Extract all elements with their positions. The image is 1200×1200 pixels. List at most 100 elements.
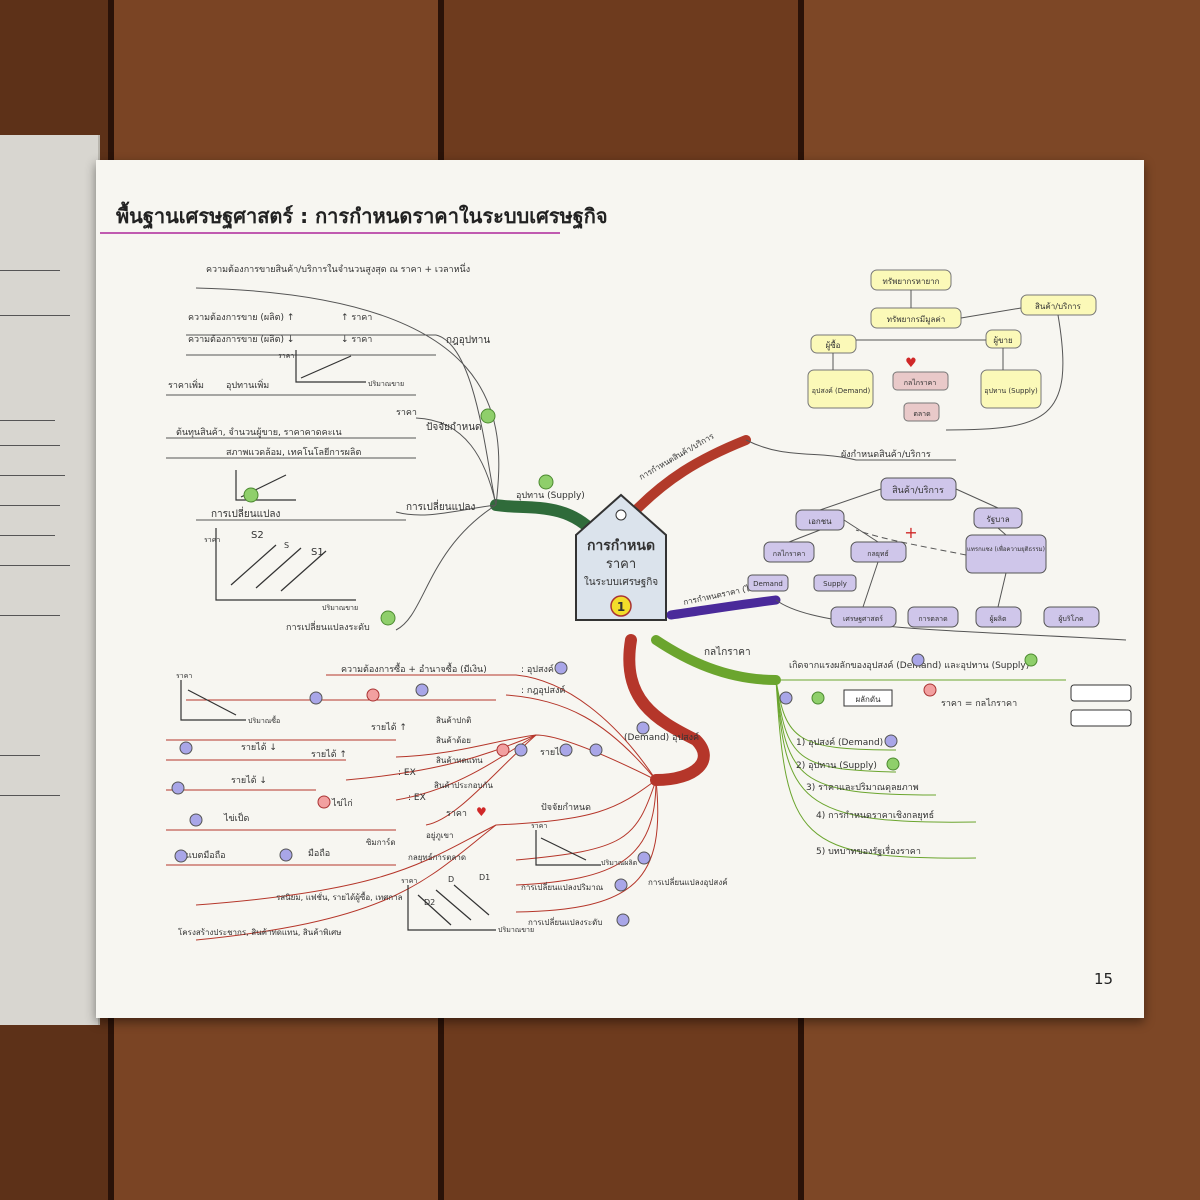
curve-s: S — [284, 541, 289, 550]
demand-factor-label: ปัจจัยกำหนด — [541, 802, 591, 813]
demand-axis-qty-prod: ปริมาณผลิต — [601, 859, 638, 867]
thai-branch — [666, 595, 781, 620]
demand-def-label: : อุปสงค์ — [521, 663, 554, 675]
supply-definition: ความต้องการขายสินค้า/บริการในจำนวนสูงสุด… — [206, 262, 470, 275]
egg-duck-label: ไข่เป็ด — [223, 811, 249, 824]
sim-label: ซิมการ์ด — [366, 837, 396, 847]
mech-item-4: 4) การกำหนดราคาเชิงกลยุทธ์ — [816, 809, 934, 821]
demand-heart-icon: ♥ — [476, 805, 487, 819]
curve-s2: S2 — [251, 530, 264, 541]
curve-d2: D2 — [424, 898, 435, 907]
thai-price-mech: กลไกราคา — [773, 549, 806, 558]
mech-item-5: 5) บทบาทของรัฐเรื่องราคา — [816, 844, 921, 857]
mind-map: ความต้องการขายสินค้า/บริการในจำนวนสูงสุด… — [166, 262, 1132, 941]
curve-d1: D1 — [479, 873, 490, 882]
supply-change-level: การเปลี่ยนแปลงระดับ — [286, 620, 370, 633]
law-supply-a-price: ↑ ราคา — [341, 313, 372, 323]
push-box — [843, 689, 893, 707]
supply-box: อุปทาน (Supply) — [984, 387, 1038, 395]
curve-s1: S1 — [311, 547, 324, 558]
buyer-box: ผู้ซื้อ — [826, 339, 841, 351]
mech-branch-label: กลไกราคา — [704, 646, 751, 658]
demand-axis-qty-sell: ปริมาณขาย — [498, 926, 534, 934]
thai-goods: สินค้า/บริการ — [892, 485, 944, 496]
demand-factor-taste: รสนิยม, แฟชั่น, รายได้ผู้ซื้อ, เทศกาล — [276, 891, 403, 903]
demand-axis-price: ราคา — [176, 672, 192, 680]
phone-label: มือถือ — [308, 848, 330, 859]
supply-change-label: การเปลี่ยนแปลง — [406, 499, 476, 513]
price-up: ราคาเพิ่ม — [168, 378, 204, 391]
law-supply-label: กฎอุปทาน — [446, 335, 490, 346]
pork-label: ไข่ไก่ — [331, 798, 353, 809]
demand-factor-pref: อยู่ภูเขา — [426, 831, 453, 841]
goods-branch — [631, 435, 751, 515]
supply-axis-qty: ปริมาณขาย — [368, 380, 404, 388]
mech-price-eq: ราคา = กลไกราคา — [941, 698, 1017, 709]
mech-item-2: 2) อุปทาน (Supply) — [796, 761, 877, 771]
demand-change-label: การเปลี่ยนแปลงอุปสงค์ — [648, 876, 728, 887]
center-title-3: ในระบบเศรษฐกิจ — [584, 576, 658, 588]
demand-branch-label: (Demand) อุปสงค์ — [624, 731, 699, 743]
center-title-2: ราคา — [606, 557, 636, 572]
substitute-goods: สินค้าทดแทน — [436, 756, 483, 765]
complement-goods: สินค้าประกอบกัน — [434, 781, 494, 790]
thai-government: รัฐบาล — [986, 515, 1009, 524]
supply-axis-price-2: ราคา — [204, 536, 220, 544]
supply-factor-cost: ต้นทุนสินค้า, จำนวนผู้ขาย, ราคาคาดคะเน — [176, 427, 342, 438]
income-up-1: รายได้ ↑ — [371, 722, 407, 733]
market-box: ตลาด — [913, 410, 930, 418]
book-page: พื้นฐานเศรษฐศาสตร์ : การกำหนดราคาในระบบเ… — [96, 160, 1144, 1018]
mech-origin: เกิดจากแรงผลักของอุปสงค์ (Demand) และอุป… — [789, 659, 1029, 671]
resource-valuable: ทรัพยากรมีมูลค่า — [887, 315, 945, 325]
thai-economics: เศรษฐศาสตร์ — [843, 615, 883, 623]
page-title: พื้นฐานเศรษฐศาสตร์ : การกำหนดราคาในระบบเ… — [116, 204, 608, 228]
supply-factor-label: ปัจจัยกำหนด — [426, 422, 482, 433]
battery-label: แบตมือถือ — [186, 850, 226, 861]
demand-axis-qty-buy: ปริมาณซื้อ — [248, 714, 280, 725]
heart-icon: ♥ — [905, 356, 917, 371]
demand-axis-price-3: ราคา — [401, 877, 417, 885]
demand-branch — [623, 634, 710, 786]
ex-2: : EX — [408, 793, 426, 803]
center-badge-number: 1 — [617, 600, 625, 614]
supply-change-item: การเปลี่ยนแปลง — [211, 506, 281, 520]
thai-intervention: แทรกแซง (เพื่อความยุติธรรม) — [967, 545, 1045, 553]
income-down-2: รายได้ ↓ — [231, 775, 267, 786]
mech-push: ผลักดัน — [855, 695, 881, 704]
thai-line — [775, 599, 1127, 641]
factor-price: ราคา — [396, 408, 417, 418]
resource-scarce: ทรัพยากรหายาก — [883, 277, 940, 286]
page-number: 15 — [1094, 970, 1114, 988]
thai-private: เอกชน — [808, 517, 832, 526]
demand-factor-pop: โครงสร้างประชากร, สินค้าทดแทน, สินค้าพิเ… — [178, 927, 341, 937]
demand-box: อุปสงค์ (Demand) — [812, 387, 871, 395]
law-supply-a: ความต้องการขาย (ผลิต) ↑ — [188, 312, 294, 323]
seller-box: ผู้ขาย — [993, 336, 1012, 346]
thai-demand: Demand — [753, 580, 783, 588]
law-supply-b-price: ↓ ราคา — [341, 335, 372, 345]
mech-branch — [651, 635, 781, 685]
center-title-1: การกำหนด — [587, 538, 655, 554]
supply-axis-price: ราคา — [278, 352, 294, 360]
demand-income-label: รายได้, — [540, 747, 568, 758]
thai-strategy: กลยุทธ์ — [867, 550, 889, 558]
goods-services-box: สินค้า/บริการ — [1035, 302, 1082, 311]
mech-item-1: 1) อุปสงค์ (Demand) — [796, 736, 883, 748]
demand-change-qty: การเปลี่ยนแปลงปริมาณ — [521, 881, 604, 892]
price-mech-box: กลไกราคา — [904, 378, 937, 387]
supply-up: อุปทานเพิ่ม — [226, 378, 269, 391]
goods-line — [745, 439, 956, 461]
plus-icon: + — [904, 523, 917, 542]
ex-1: : EX — [398, 768, 416, 778]
inferior-goods: สินค้าด้อย — [436, 736, 471, 745]
thai-consumer: ผู้บริโภค — [1058, 614, 1084, 623]
demand-axis-price-2: ราคา — [531, 822, 547, 830]
curve-d: D — [448, 875, 454, 884]
demand-change-level: การเปลี่ยนแปลงระดับ — [528, 916, 602, 927]
goods-chart-label: ผังกำหนดสินค้า/บริการ — [841, 449, 931, 460]
thai-marketing: การตลาด — [918, 615, 947, 623]
thai-supply: Supply — [823, 580, 847, 588]
title-underline — [100, 232, 560, 234]
income-up-2: รายได้ ↑ — [311, 749, 347, 760]
left-page — [0, 135, 100, 1025]
